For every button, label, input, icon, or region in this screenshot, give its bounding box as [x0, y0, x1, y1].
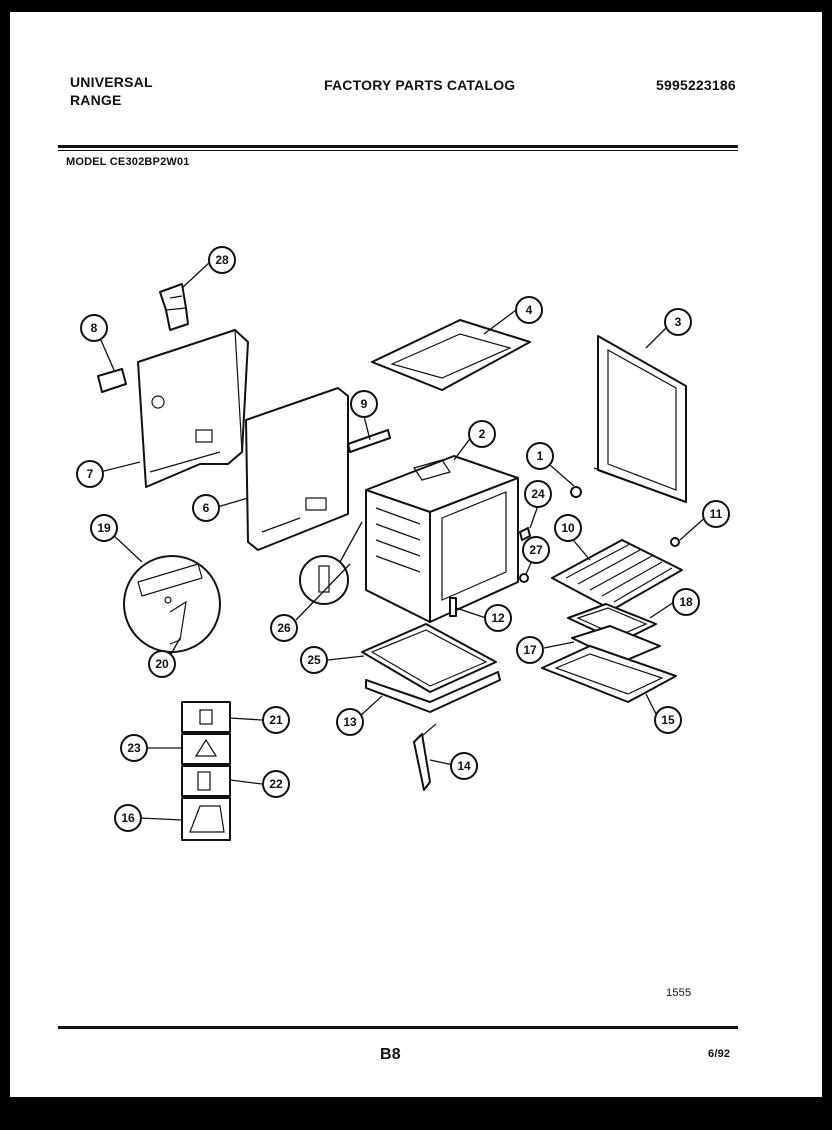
callout-27: 27 [522, 536, 550, 564]
svg-text:25: 25 [307, 653, 321, 667]
callout-9: 9 [350, 390, 378, 418]
callout-1: 1 [526, 442, 554, 470]
svg-text:4: 4 [526, 303, 533, 317]
svg-text:13: 13 [343, 715, 357, 729]
svg-text:24: 24 [531, 487, 545, 501]
footer-date: 6/92 [708, 1048, 731, 1060]
svg-text:23: 23 [127, 741, 141, 755]
part-7-back-panel [137, 329, 249, 488]
callout-16: 16 [114, 804, 142, 832]
part-13-drawer-frame [365, 671, 501, 713]
part-4-top-panel [371, 319, 531, 391]
small-hardware [449, 486, 680, 617]
svg-text:15: 15 [661, 713, 675, 727]
callout-18: 18 [672, 588, 700, 616]
callout-11: 11 [702, 500, 730, 528]
svg-text:26: 26 [277, 621, 291, 635]
callout-22: 22 [262, 770, 290, 798]
svg-text:20: 20 [155, 657, 169, 671]
part-19-20-detail [123, 555, 221, 653]
callout-12: 12 [484, 604, 512, 632]
part-8-plate [97, 368, 127, 393]
footer-rule [58, 1026, 738, 1029]
part-15-drawer-panel [541, 645, 677, 703]
header-rule [58, 145, 738, 148]
svg-text:16: 16 [121, 811, 135, 825]
catalog-title: FACTORY PARTS CATALOG [324, 77, 516, 93]
svg-text:18: 18 [679, 595, 693, 609]
svg-text:8: 8 [91, 321, 98, 335]
svg-text:12: 12 [491, 611, 505, 625]
svg-text:7: 7 [87, 467, 94, 481]
page-code: B8 [380, 1046, 401, 1063]
callout-26: 26 [270, 614, 298, 642]
part-6-panel [245, 387, 349, 551]
callout-24: 24 [524, 480, 552, 508]
catalog-number: 5995223186 [656, 77, 736, 93]
svg-text:6: 6 [203, 501, 210, 515]
svg-text:2: 2 [479, 427, 486, 441]
svg-text:11: 11 [710, 507, 723, 521]
callout-23: 23 [120, 734, 148, 762]
part-25-bottom-pan [361, 623, 497, 693]
svg-text:28: 28 [215, 253, 229, 267]
callout-4: 4 [515, 296, 543, 324]
svg-text:17: 17 [523, 643, 537, 657]
part-26-detail [299, 521, 363, 605]
part-9-strip [347, 429, 391, 453]
svg-text:1: 1 [537, 449, 544, 463]
callout-6: 6 [192, 494, 220, 522]
catalog-page: UNIVERSAL RANGE FACTORY PARTS CATALOG 59… [10, 12, 822, 1097]
svg-text:21: 21 [269, 713, 283, 727]
svg-text:27: 27 [529, 543, 543, 557]
callout-25: 25 [300, 646, 328, 674]
callout-28: 28 [208, 246, 236, 274]
model-label: MODEL CE302BP2W01 [66, 156, 190, 168]
exploded-parts-diagram: 28 8 7 6 9 4 3 2 1 11 24 27 10 12 18 17 … [76, 246, 730, 841]
part-2-oven-cavity [365, 455, 519, 623]
part-28-bracket [159, 283, 189, 331]
callout-13: 13 [336, 708, 364, 736]
callout-8: 8 [80, 314, 108, 342]
svg-text:14: 14 [457, 759, 471, 773]
svg-text:22: 22 [269, 777, 283, 791]
brand-line-2: RANGE [70, 92, 122, 108]
part-3-door-frame [593, 335, 687, 503]
callout-15: 15 [654, 706, 682, 734]
callout-17: 17 [516, 636, 544, 664]
svg-text:9: 9 [361, 397, 368, 411]
callout-14: 14 [450, 752, 478, 780]
callout-2: 2 [468, 420, 496, 448]
switch-parts-stack [181, 701, 231, 841]
part-14-hinge [413, 723, 437, 791]
svg-text:3: 3 [675, 315, 682, 329]
brand-line-1: UNIVERSAL [70, 74, 153, 90]
svg-text:19: 19 [97, 521, 111, 535]
svg-text:10: 10 [561, 521, 575, 535]
diagram-code: 1555 [666, 987, 692, 999]
callout-3: 3 [664, 308, 692, 336]
callout-7: 7 [76, 460, 104, 488]
header-rule-thin [58, 150, 738, 151]
callout-20: 20 [148, 650, 176, 678]
callout-19: 19 [90, 514, 118, 542]
callout-10: 10 [554, 514, 582, 542]
part-10-rack [551, 539, 683, 611]
callout-21: 21 [262, 706, 290, 734]
